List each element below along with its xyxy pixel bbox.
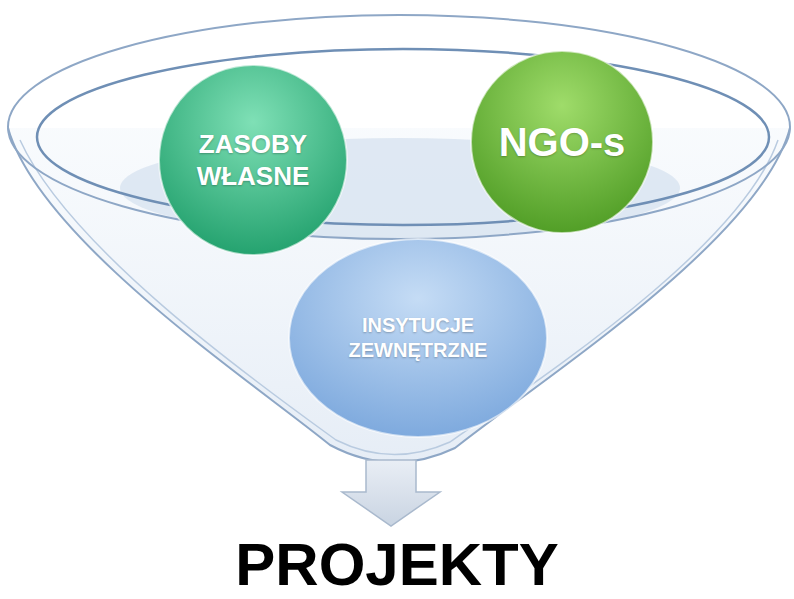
- circle-shape: [288, 238, 548, 438]
- circle-node: ZASOBY WŁASNE: [158, 64, 348, 256]
- funnel-body: [8, 128, 790, 462]
- funnel-inner-rim: [37, 49, 769, 225]
- down-arrow: [342, 460, 440, 526]
- circle-fill: [159, 65, 347, 255]
- funnel-outer-rim: [8, 15, 790, 239]
- circle-node: INSYTUCJE ZEWNĘTRZNE: [288, 238, 548, 438]
- circle-content: INSYTUCJE ZEWNĘTRZNE: [288, 238, 548, 438]
- node-label: INSYTUCJE ZEWNĘTRZNE: [323, 313, 513, 363]
- node-label: ZASOBY WŁASNE: [178, 128, 328, 193]
- circle-fill: [289, 239, 547, 437]
- circle-fill: [471, 51, 653, 233]
- circle-content: ZASOBY WŁASNE: [158, 64, 348, 256]
- circle-content: NGO-s: [470, 50, 654, 234]
- circle-node: NGO-s: [470, 50, 654, 234]
- output-label: PROJEKTY: [235, 530, 558, 599]
- node-label: NGO-s: [499, 117, 626, 167]
- circle-shape: [158, 64, 348, 256]
